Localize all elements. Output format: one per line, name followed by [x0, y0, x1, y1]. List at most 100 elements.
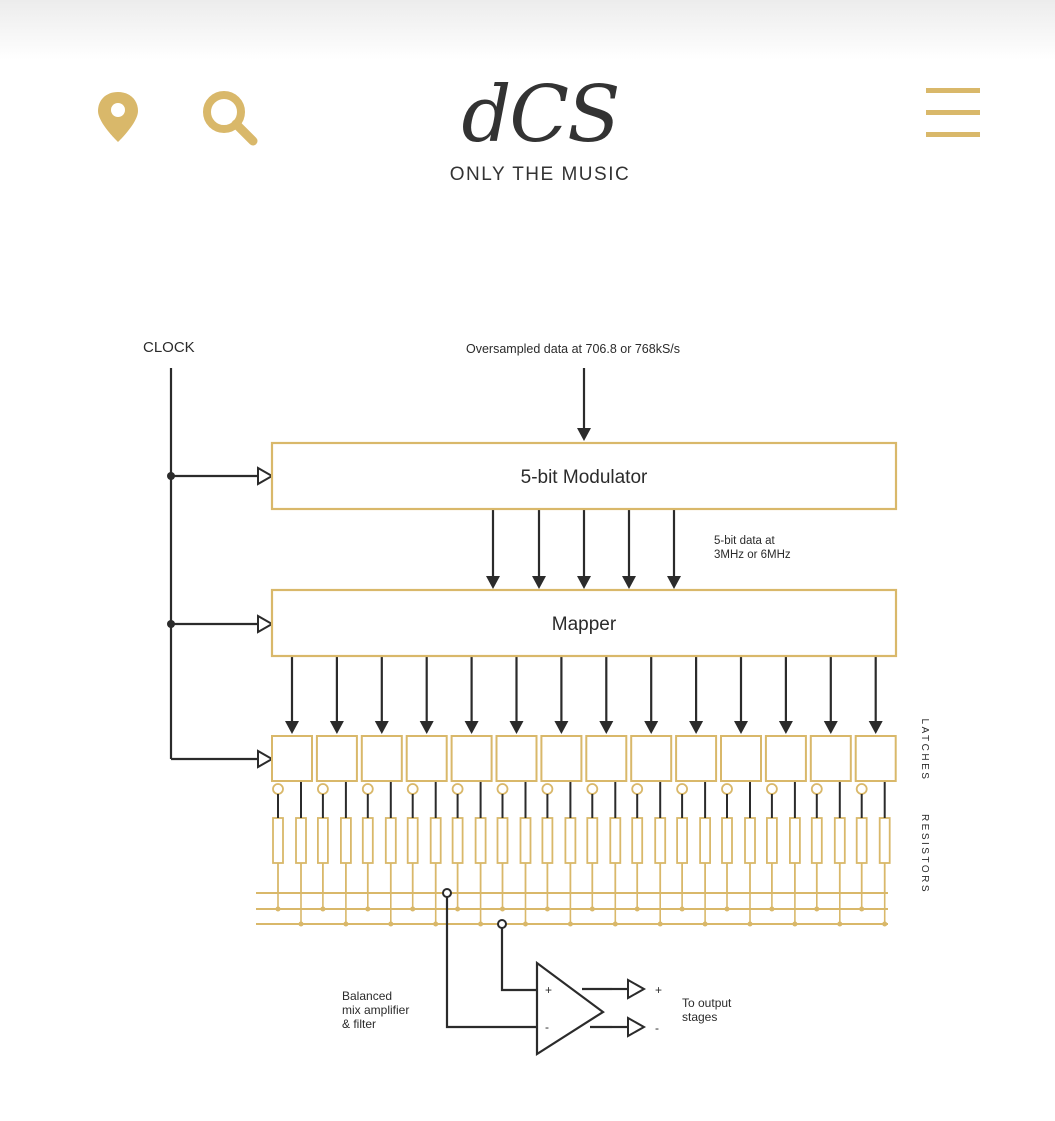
- bus-junction-dot: [388, 921, 394, 927]
- clock-to-latches-arrow-head: [257, 749, 275, 769]
- latch-inverted-output: [810, 783, 823, 795]
- latch-cell: [271, 735, 313, 782]
- amp-label-line3: & filter: [342, 1017, 376, 1031]
- bus-junction-dot: [410, 906, 416, 912]
- mapper-output-arrow-head: [464, 721, 479, 734]
- resistor: [406, 817, 419, 864]
- brand-wordmark: dCS: [461, 70, 620, 160]
- mapper-output-arrow-head: [823, 721, 838, 734]
- bus-junction-dot: [523, 921, 528, 927]
- modulator-block: [270, 441, 898, 511]
- mapper-output-arrow-head: [689, 721, 704, 734]
- output-minus-arrow-head: [627, 1016, 647, 1038]
- mapper-label: Mapper: [552, 614, 617, 635]
- data-rate-label-line1: 5-bit data at: [714, 535, 776, 547]
- resistor: [316, 817, 329, 864]
- latch-cell: [360, 735, 403, 782]
- menu-icon: [926, 88, 980, 137]
- bus-tap-plus: [497, 919, 507, 929]
- latch-cell: [495, 735, 538, 782]
- output-plus-arrow-head: [627, 978, 647, 1000]
- bus-junction-dot: [634, 906, 640, 912]
- diagram-blocks: [270, 441, 898, 782]
- data-rate-label-line2: 3MHz or 6MHz: [714, 549, 791, 561]
- location-pin-icon: [98, 92, 138, 142]
- bus-junction-dot: [747, 921, 753, 927]
- resistor: [878, 817, 891, 864]
- bus-junction-dot: [298, 921, 304, 927]
- mapper-output-arrow-head: [285, 721, 299, 734]
- brand-logo[interactable]: dCS ONLY THE MUSIC: [420, 70, 660, 186]
- resistor: [676, 817, 688, 864]
- bus-junction-dot: [679, 906, 685, 912]
- resistor: [429, 817, 442, 864]
- modulator-output-arrow-head: [577, 576, 591, 589]
- resistor: [474, 817, 487, 864]
- resistor: [586, 817, 599, 864]
- latch-cell: [585, 735, 628, 782]
- latch-cell: [854, 735, 897, 782]
- output-label-line2: stages: [682, 1010, 717, 1024]
- bus-junction-dot: [275, 906, 281, 912]
- resistor: [295, 817, 307, 864]
- latch-inverted-output: [541, 783, 554, 795]
- latch-cell: [675, 735, 718, 782]
- menu-button[interactable]: [926, 88, 980, 138]
- amp-label-line1: Balanced: [342, 989, 392, 1003]
- bus-junction-dot: [343, 921, 349, 927]
- bus-junction-dot: [455, 906, 461, 912]
- resistor: [744, 817, 756, 864]
- resistor: [721, 817, 733, 864]
- diagram-labels: CLOCK Oversampled data at 706.8 or 768kS…: [143, 339, 930, 1035]
- mapper-output-arrow-head: [599, 721, 614, 734]
- bus-junction-dot: [365, 906, 371, 912]
- clock-label: CLOCK: [143, 339, 195, 356]
- resistor: [541, 817, 554, 864]
- bus-junction-dot: [478, 921, 484, 927]
- latch-cell: [315, 735, 358, 782]
- bus-junction-dot: [882, 921, 888, 927]
- output-plus-sign: +: [655, 983, 662, 997]
- search-icon: [203, 91, 258, 146]
- bus-junction-dot: [500, 906, 505, 912]
- mapper-output-arrow-head: [778, 721, 793, 734]
- bus-junction-dot: [320, 906, 326, 912]
- location-button[interactable]: [96, 90, 140, 144]
- bus-junction-dot: [589, 906, 595, 912]
- search-button[interactable]: [200, 88, 260, 146]
- latch-inverted-output: [496, 783, 509, 795]
- latch-cell: [630, 735, 673, 782]
- modulator-output-arrow-head: [486, 576, 500, 589]
- resistor: [810, 817, 823, 864]
- clock-to-modulator-arrow-head: [257, 466, 275, 486]
- mapper-output-arrow-head: [644, 721, 659, 734]
- mapper-output-arrow-head: [734, 721, 748, 734]
- resistor: [699, 817, 711, 864]
- mapper-output-arrow-head: [554, 721, 569, 734]
- bus-junction-dot: [859, 906, 865, 912]
- latch-cell: [540, 735, 583, 782]
- latch-inverted-output: [316, 783, 329, 795]
- resistor: [654, 817, 667, 864]
- resistor: [272, 817, 284, 864]
- resistor: [564, 817, 577, 864]
- resistor: [609, 817, 622, 864]
- latch-inverted-output: [361, 783, 374, 795]
- modulator-output-arrow-head: [622, 576, 636, 589]
- mapper-output-arrow-head: [419, 721, 434, 734]
- resistor-network: [256, 817, 891, 927]
- output-minus-sign: -: [655, 1021, 659, 1035]
- resistor: [496, 817, 509, 864]
- bus-junction-dot: [612, 921, 618, 927]
- resistor: [384, 817, 397, 864]
- latch-inverted-output: [406, 783, 419, 795]
- modulator-label: 5-bit Modulator: [521, 467, 648, 488]
- amp-minus-input-sign: -: [545, 1020, 549, 1034]
- signal-wiring: [167, 368, 886, 1057]
- bus-junction-dot: [657, 921, 663, 927]
- bus-junction-dot: [544, 906, 550, 912]
- resistor: [361, 817, 374, 864]
- top-bar: [0, 0, 1055, 60]
- mapper-output-arrow-head: [868, 721, 883, 734]
- latch-cell: [764, 735, 807, 782]
